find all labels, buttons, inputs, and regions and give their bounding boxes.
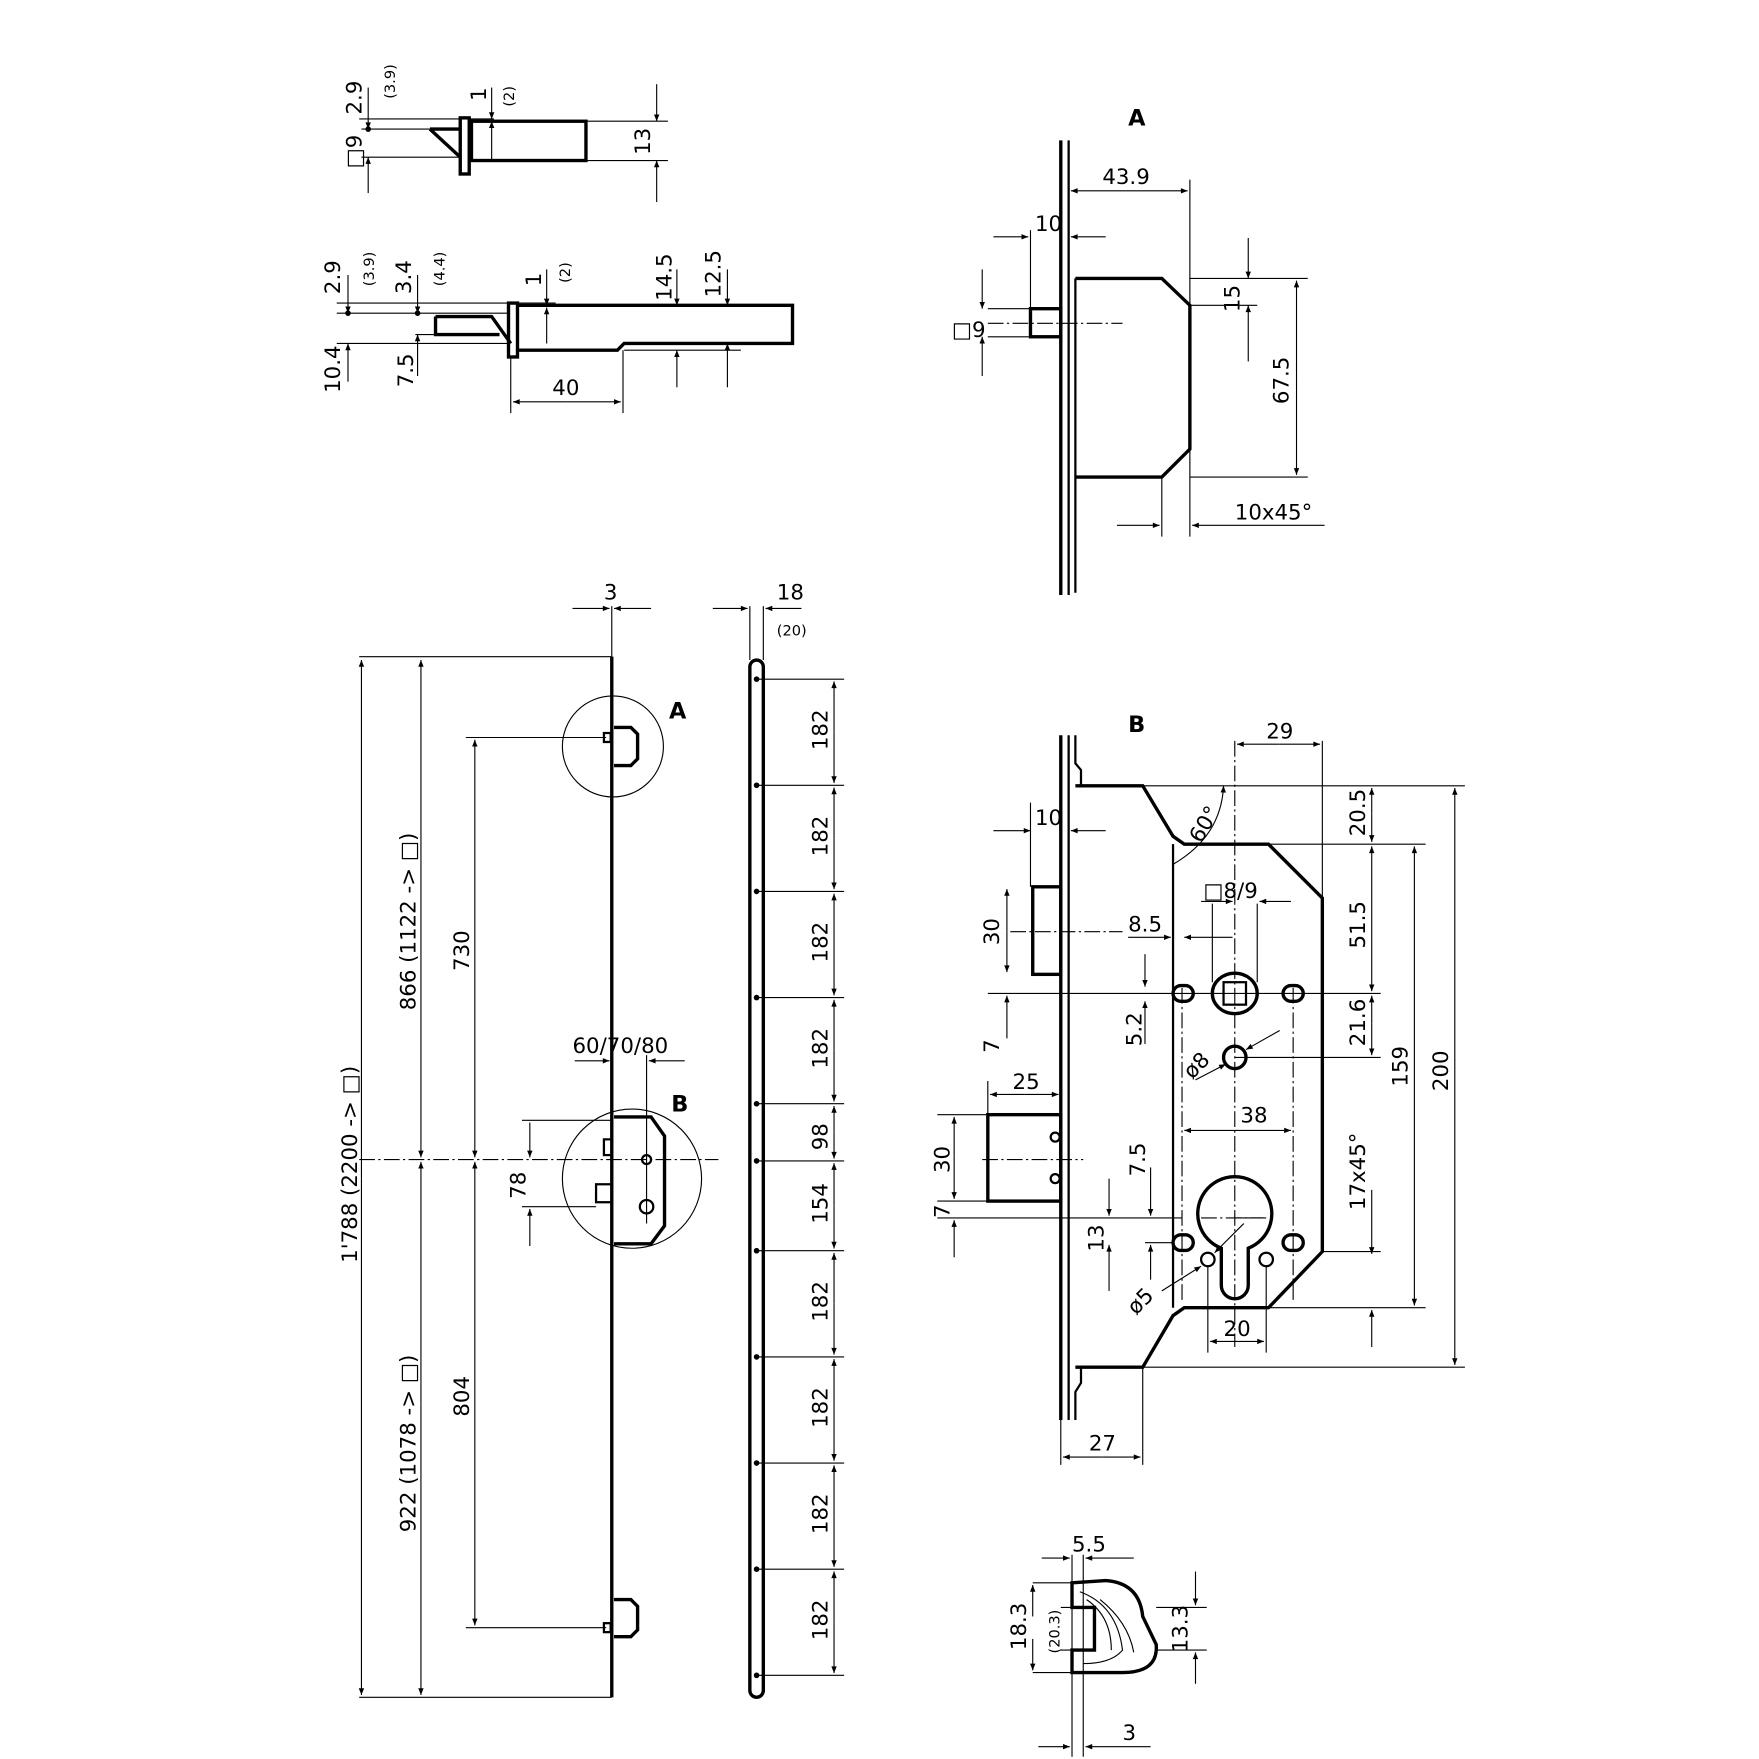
rail-dim-label: 182 [808, 1387, 833, 1428]
rail-dim-label: 182 [808, 816, 833, 857]
detail-latch-bolt: 2.9 (3.9) 3.4 (4.4) 1 (2) 14.5 12.5 10.4… [321, 250, 795, 414]
dim-label: 51.5 [1346, 901, 1371, 948]
dim-label: 13 [631, 128, 656, 155]
rail-hole [753, 994, 760, 1001]
rail-hole [753, 1247, 760, 1254]
dim-label: 18 [777, 580, 804, 605]
dim-label: 5.5 [1072, 1532, 1106, 1557]
dim-label: (20.3) [1047, 1610, 1064, 1654]
dim-label: 10 [1035, 806, 1062, 831]
dim-label: 10 [1035, 212, 1062, 237]
detail-a: A 43.9 10 □9 15 67.5 10x45° [952, 106, 1325, 595]
rail-dim-label: 182 [808, 1600, 833, 1641]
dim-label: 3 [604, 580, 618, 605]
dim-label: 20 [1224, 1317, 1251, 1342]
dim-label: 866 (1122 -> □) [396, 833, 421, 1011]
dim-label: 29 [1266, 720, 1293, 745]
rail-hole [753, 888, 760, 895]
dim-label: □9 [342, 135, 367, 169]
dim-label: 27 [1089, 1431, 1116, 1456]
dim-label: 67.5 [1270, 357, 1295, 404]
dim-label: □9 [952, 318, 986, 343]
callout-b: B [671, 1091, 688, 1117]
rail-hole [753, 1100, 760, 1107]
dim-label: 7 [931, 1204, 956, 1218]
dim-label: 10.4 [321, 345, 346, 392]
rail-hole [753, 1354, 760, 1360]
dim-label: 13.3 [1169, 1605, 1194, 1652]
dim-label: 38 [1240, 1104, 1267, 1129]
rail-hole [753, 1672, 760, 1679]
dim-label: 7.5 [1126, 1143, 1151, 1177]
dim-label: 15 [1220, 285, 1245, 312]
callout-a: A [669, 698, 687, 724]
detail-b: B [931, 712, 1465, 1465]
dim-label: 43.9 [1102, 165, 1149, 190]
dim-label: 730 [450, 930, 475, 971]
elevation-view: 3 A B 1'788 (2200 -> □) 866 (1122 -> □) [338, 580, 719, 1698]
dim-label: 13 [1084, 1224, 1109, 1251]
rail-hole [753, 1566, 760, 1572]
dim-label: (2) [557, 262, 574, 283]
callout-circle-b [561, 1108, 703, 1249]
dim-label: 1 [522, 273, 547, 287]
dim-label: 40 [552, 376, 579, 401]
rail-dim-label: 154 [808, 1183, 833, 1224]
dim-label: □8/9 [1203, 879, 1257, 904]
dim-label: (3.9) [361, 252, 378, 287]
dim-label: 7.5 [394, 353, 419, 387]
dim-label: 200 [1429, 1050, 1454, 1091]
rail-hole [753, 782, 760, 789]
dim-label: ø8 [1179, 1048, 1215, 1084]
callout-circle-a [561, 695, 664, 798]
rail-hole [753, 1158, 760, 1164]
dim-label: 1'788 (2200 -> □) [338, 1066, 363, 1263]
dim-label: 17x45° [1346, 1133, 1371, 1211]
dim-label: 25 [1013, 1070, 1040, 1095]
dim-label: 10x45° [1235, 501, 1313, 526]
detail-b-label: B [1128, 712, 1145, 738]
dim-label: (2) [501, 86, 518, 107]
dim-label: 3.4 [392, 260, 417, 294]
dim-label: 2.9 [321, 260, 346, 294]
dim-label: (20) [777, 622, 807, 639]
dim-label: (4.4) [432, 252, 449, 287]
dim-label: 2.9 [342, 81, 367, 115]
dim-label: 30 [980, 918, 1005, 945]
rail-dim-label: 98 [808, 1123, 833, 1150]
dim-label: 3 [1123, 1721, 1137, 1746]
rail-hole [753, 676, 760, 682]
dim-label: 20.5 [1346, 789, 1371, 836]
dim-label: 60/70/80 [572, 1034, 668, 1059]
dim-label: 1 [467, 87, 492, 101]
dim-label: 8.5 [1128, 913, 1162, 938]
dim-label: 14.5 [652, 253, 677, 300]
dim-label: 30 [931, 1146, 956, 1173]
rail-hole [753, 1460, 760, 1466]
rail-dim-label: 182 [808, 709, 833, 750]
profile-section: 5.5 18.3 (20.3) 13.3 3 [1007, 1532, 1207, 1757]
dim-label: 5.2 [1123, 1012, 1148, 1046]
detail-latch: 2.9 (3.9) □9 1 (2) 13 [342, 64, 668, 203]
dim-label: 78 [506, 1172, 531, 1199]
dim-label: ø5 [1123, 1283, 1159, 1319]
dim-label: 60° [1185, 802, 1226, 847]
detail-a-label: A [1128, 106, 1146, 132]
rail-dim-label: 182 [808, 1281, 833, 1322]
dim-label: 7 [980, 1039, 1005, 1053]
dim-label: 804 [450, 1376, 475, 1417]
dim-label: 922 (1078 -> □) [396, 1355, 421, 1533]
dim-label: 12.5 [702, 250, 727, 297]
dim-label: 18.3 [1007, 1603, 1032, 1650]
rail-dim-label: 182 [808, 1493, 833, 1534]
rail-dim-label: 182 [808, 1028, 833, 1069]
dim-label: 21.6 [1346, 999, 1371, 1046]
dim-label: 159 [1389, 1046, 1414, 1087]
rail-dim-label: 182 [808, 922, 833, 963]
side-rail-view: 18 (20) 182 182 182 182 98 154 182 182 182 182 [712, 580, 845, 1699]
dim-label: (3.9) [382, 64, 399, 99]
